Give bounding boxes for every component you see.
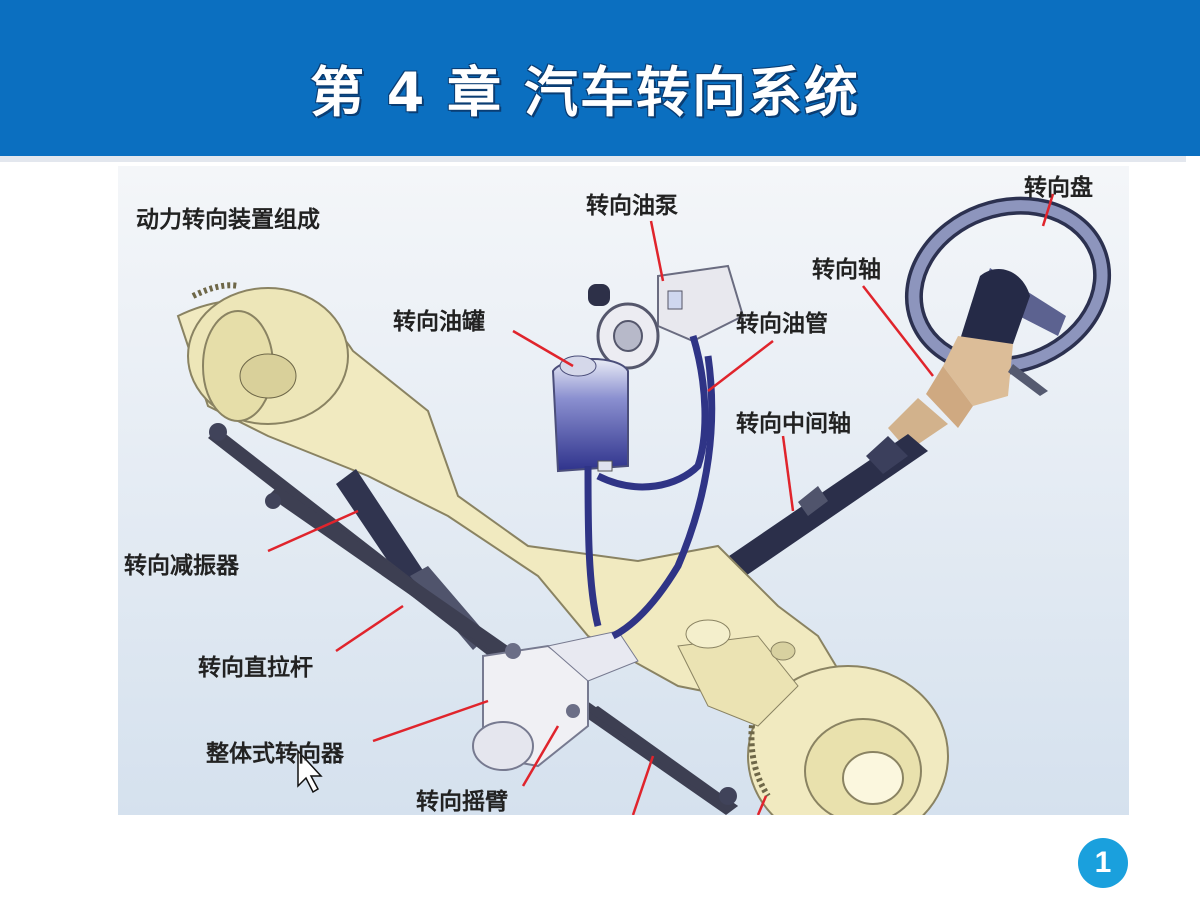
label-pitman-arm: 转向摇臂 [416,789,508,815]
steering-system-figure: 动力转向装置组成 转向盘 转向油泵 转向轴 转向油罐 转向油管 转向中间轴 转向… [118,166,1129,815]
label-integral-steering-gear: 整体式转向器 [206,741,344,767]
label-oil-reservoir: 转向油罐 [393,309,485,335]
mouse-cursor-icon [297,749,323,794]
label-steering-shaft: 转向轴 [812,257,881,283]
label-intermediate-shaft: 转向中间轴 [736,411,851,437]
figure-heading: 动力转向装置组成 [136,207,320,233]
label-drag-link: 转向直拉杆 [198,655,313,681]
label-oil-pipe: 转向油管 [736,311,828,337]
label-steering-damper: 转向减振器 [124,553,239,579]
slide-title: 第 4 章 汽车转向系统 [310,61,860,124]
label-power-steering-pump: 转向油泵 [586,193,678,219]
page-number-badge: 1 [1078,838,1128,888]
label-steering-wheel: 转向盘 [1024,175,1093,201]
title-bar [0,0,1200,156]
title-bar-shadow [0,156,1186,162]
steering-illustration [118,166,1129,815]
leader-lines [267,193,1055,815]
